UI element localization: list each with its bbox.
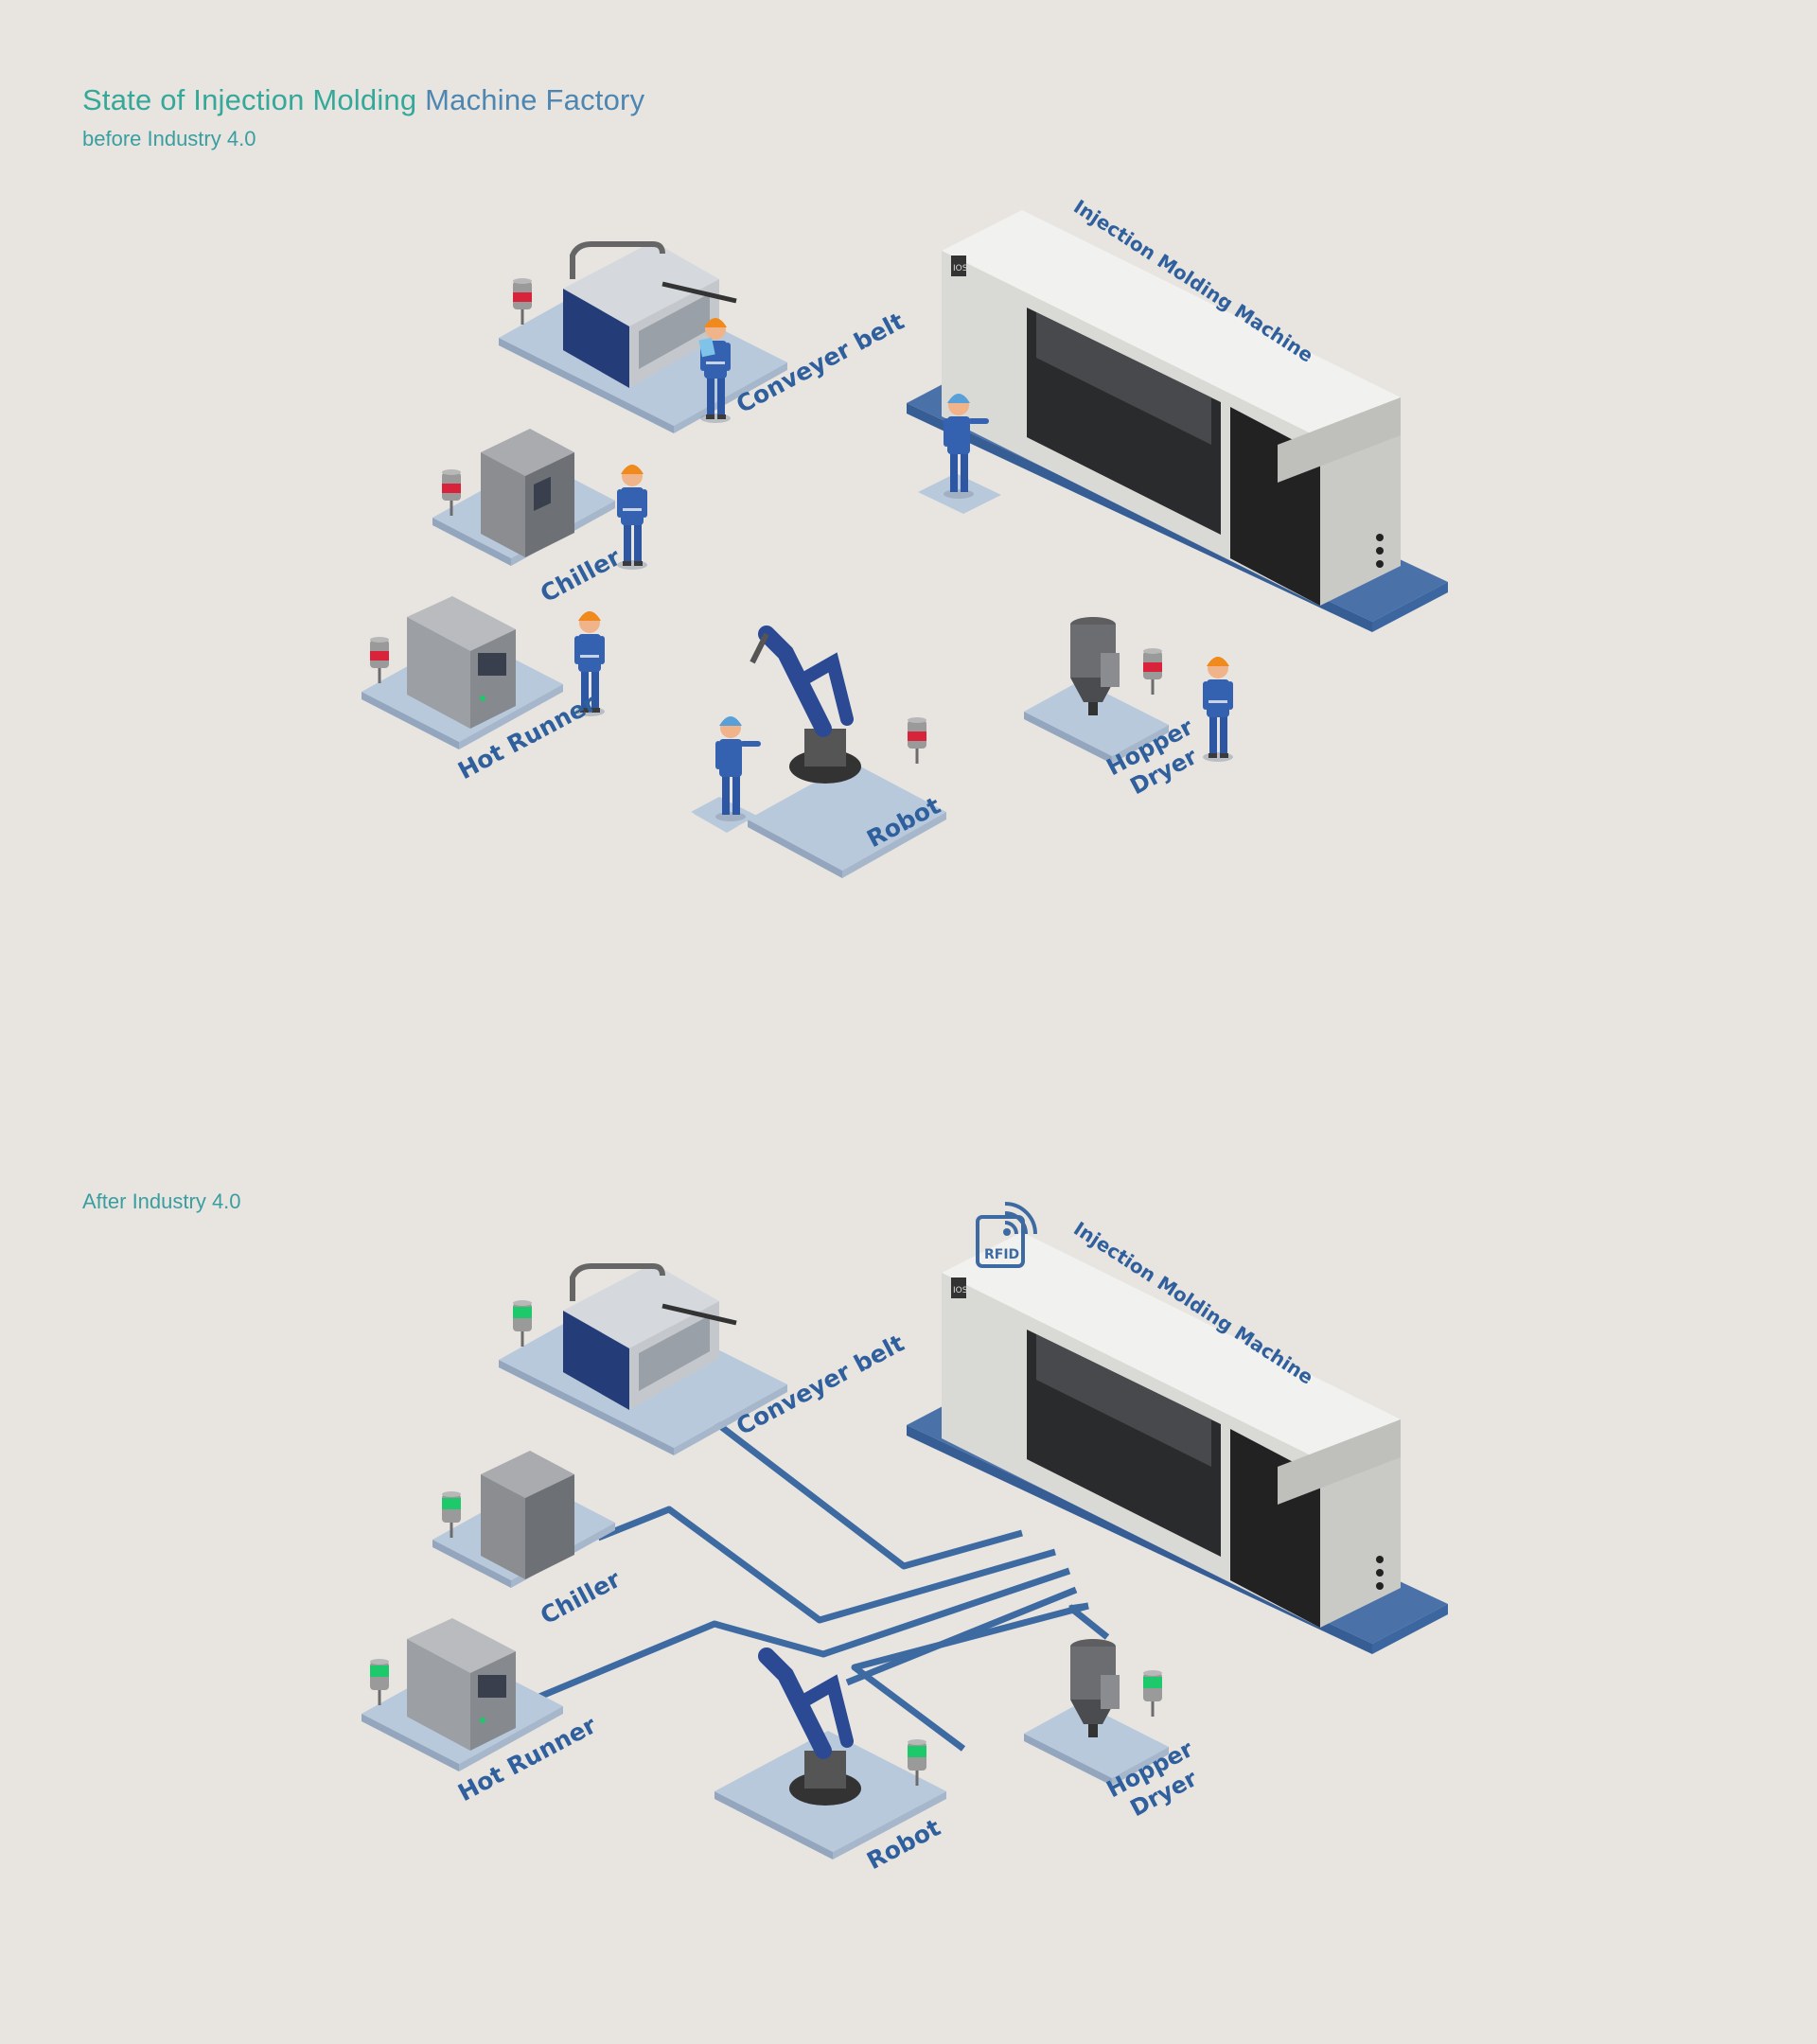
stack-light-green — [368, 1657, 391, 1707]
robot-station — [691, 626, 946, 878]
chiller-station — [432, 429, 647, 570]
hopper-dryer-station — [1024, 617, 1233, 764]
title-part-1: State of Injection Molding — [82, 83, 417, 116]
conveyer-belt-station-after — [499, 1263, 787, 1455]
worker — [715, 716, 761, 821]
machine-badge: IOS — [953, 264, 968, 273]
stack-light-green — [511, 1298, 534, 1348]
conveyer-belt-station — [499, 241, 787, 433]
title-part-2: Machine Factory — [425, 83, 645, 116]
stack-light-red — [906, 715, 928, 766]
stack-light-red — [1141, 646, 1164, 696]
after-section-label: After Industry 4.0 — [82, 1189, 241, 1213]
stack-light-red — [368, 635, 391, 685]
injection-molding-machine-after: IOS — [907, 1232, 1448, 1654]
chiller-label: Chiller — [536, 543, 626, 608]
chiller-label-after: Chiller — [536, 1565, 626, 1630]
worker — [617, 465, 647, 570]
hot-runner-station-after — [362, 1618, 563, 1771]
machine-badge-after: IOS — [953, 1286, 968, 1295]
chiller-station-after — [432, 1451, 615, 1588]
hot-runner-station — [362, 596, 605, 749]
injection-molding-machine: IOS — [907, 210, 1448, 632]
stack-light-red — [511, 276, 534, 326]
network-connections — [526, 1417, 1110, 1752]
rfid-icon: RFID — [976, 1202, 1037, 1268]
stack-light-green — [1141, 1668, 1164, 1718]
rfid-label: RFID — [984, 1247, 1019, 1262]
hopper-dryer-station-after — [1024, 1639, 1169, 1786]
page-title: State of Injection Molding Machine Facto… — [82, 83, 644, 117]
before-diagram: Conveyer belt Chiller Hot R — [362, 195, 1448, 878]
after-diagram: Conveyer belt Chiller Hot Runner — [362, 1202, 1448, 1875]
worker — [1203, 657, 1233, 762]
robot-station-after — [714, 1648, 946, 1859]
before-section-label: before Industry 4.0 — [82, 127, 256, 150]
